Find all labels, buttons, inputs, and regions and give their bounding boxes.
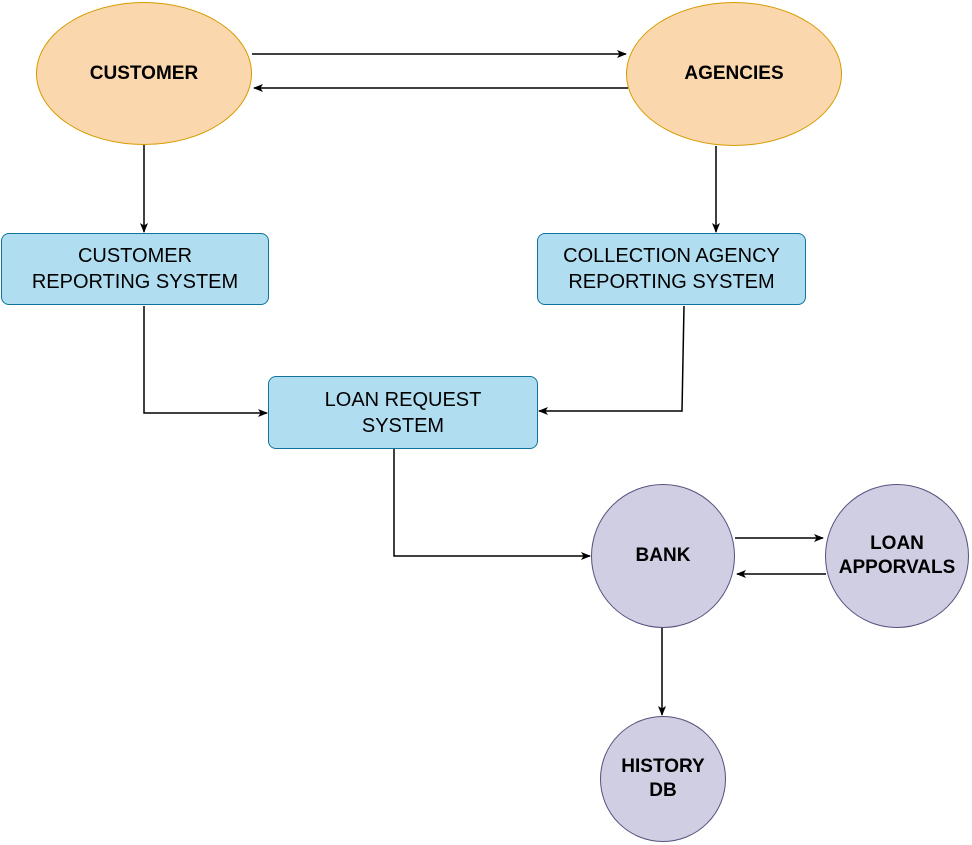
edge-loan-request-to-bank — [393, 449, 591, 560]
loan-request-label-line1: LOAN REQUEST — [324, 388, 482, 411]
customer-node[interactable]: CUSTOMER — [36, 2, 252, 145]
history-db-node[interactable]: HISTORY DB — [600, 716, 726, 842]
collection-agency-reporting-system-node[interactable]: COLLECTION AGENCY REPORTING SYSTEM — [537, 233, 806, 305]
collection-reporting-label-line1: COLLECTION AGENCY — [563, 245, 780, 267]
history-db-label-line2: DB — [649, 780, 677, 801]
history-db-label-line1: HISTORY — [621, 756, 705, 777]
customer-reporting-system-node[interactable]: CUSTOMER REPORTING SYSTEM — [1, 233, 269, 305]
loan-approvals-label-line1: LOAN — [870, 533, 924, 554]
loan-request-label-line2: SYSTEM — [361, 414, 445, 437]
customer-reporting-label-line2: REPORTING SYSTEM — [31, 271, 239, 293]
customer-reporting-label-line1: CUSTOMER — [77, 245, 193, 267]
loan-approvals-label-line2: APPORVALS — [838, 557, 956, 578]
loan-request-system-node[interactable]: LOAN REQUEST SYSTEM — [268, 376, 538, 449]
edge-customer-reporting-to-loan-request — [143, 306, 268, 417]
bank-node[interactable]: BANK — [591, 484, 735, 628]
customer-label: CUSTOMER — [89, 62, 199, 84]
agencies-label: AGENCIES — [684, 63, 784, 84]
agencies-node[interactable]: AGENCIES — [626, 2, 842, 146]
bank-label: BANK — [635, 545, 691, 566]
edge-collection-reporting-to-loan-request — [538, 305, 685, 415]
collection-reporting-label-line2: REPORTING SYSTEM — [568, 271, 775, 293]
loan-approvals-node[interactable]: LOAN APPORVALS — [825, 484, 969, 628]
